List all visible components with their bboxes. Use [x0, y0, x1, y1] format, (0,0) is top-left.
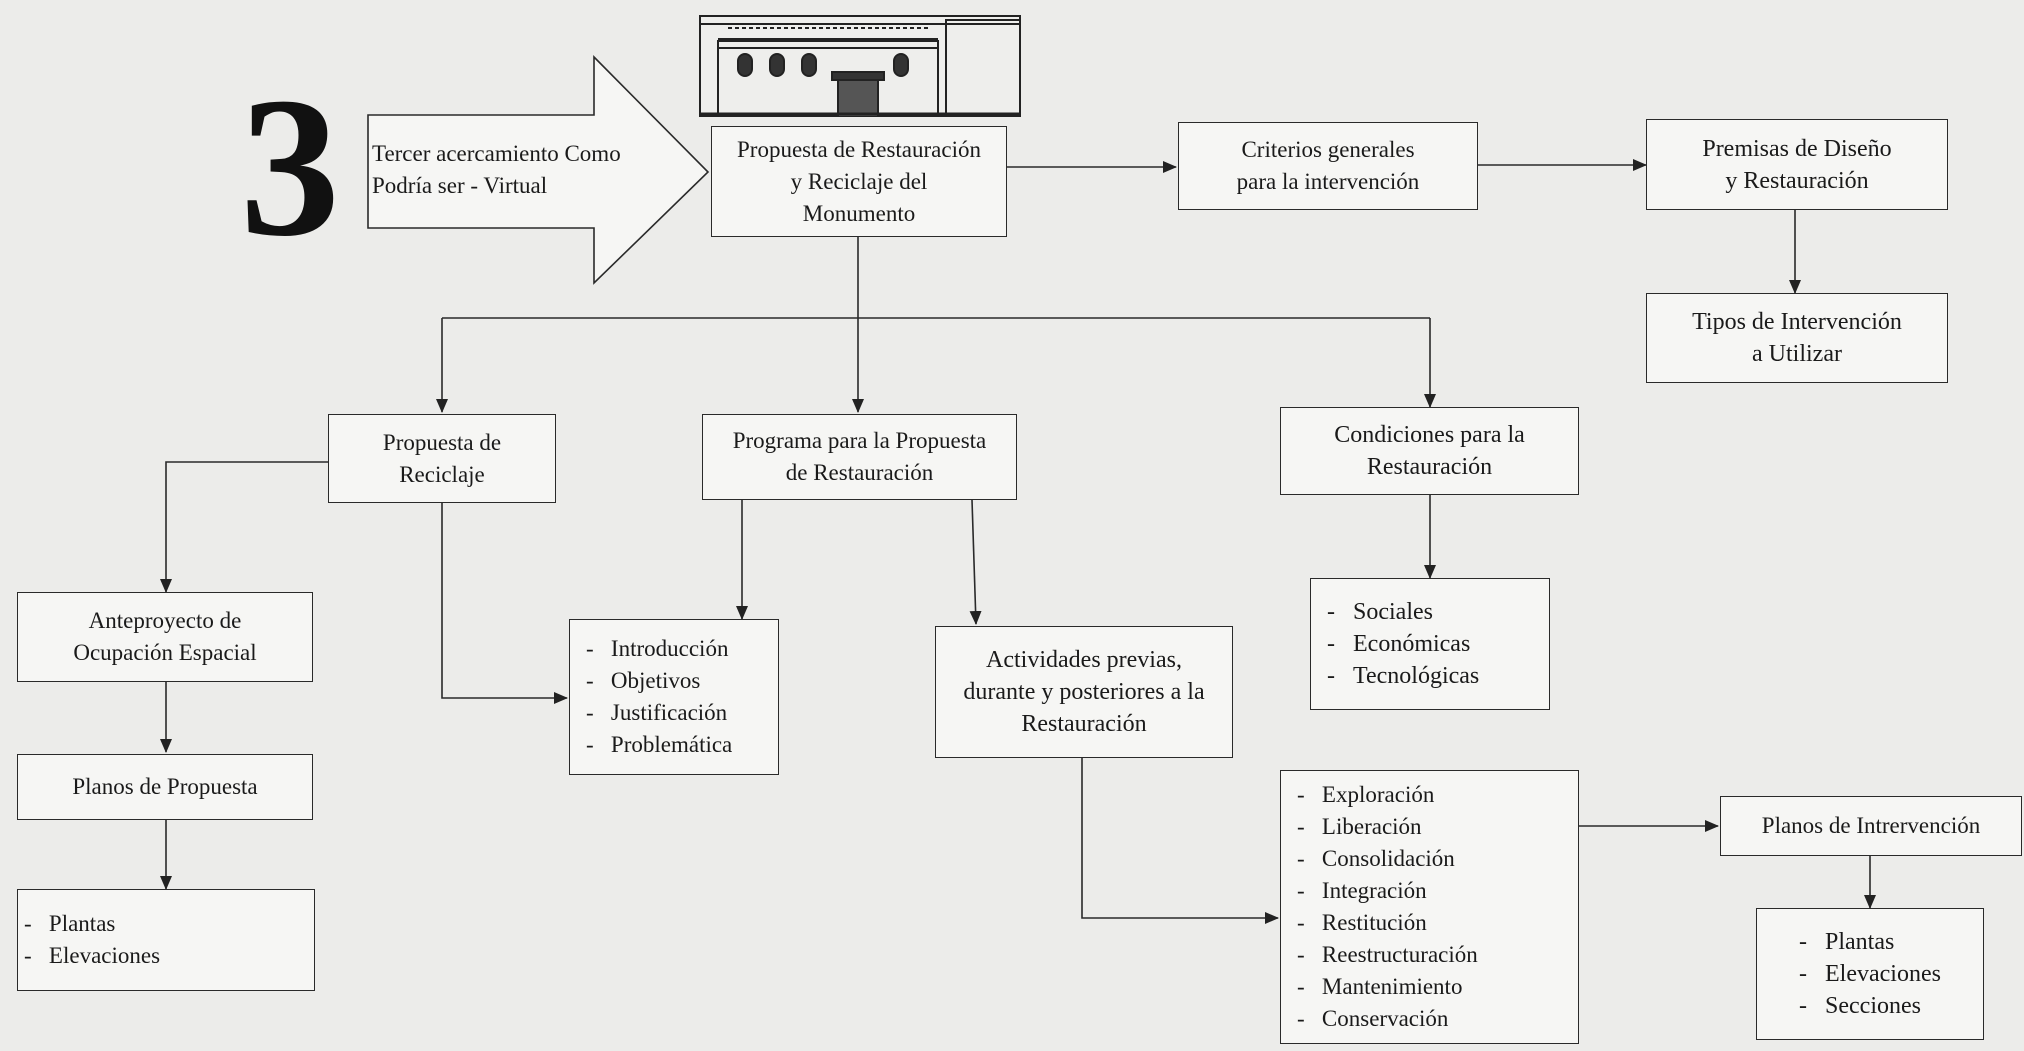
node-actividades: Actividades previas, durante y posterior…	[935, 626, 1233, 758]
node-premisas: Premisas de Diseño y Restauración	[1646, 119, 1948, 210]
list-item: Plantas	[24, 908, 160, 940]
list-item: Reestructuración	[1297, 939, 1478, 971]
list-item: Tecnológicas	[1327, 660, 1479, 692]
node-planos-propuesta: Planos de Propuesta	[17, 754, 313, 820]
node-programa: Programa para la Propuesta de Restauraci…	[702, 414, 1017, 500]
list-item: Objetivos	[586, 665, 732, 697]
list-item: Justificación	[586, 697, 732, 729]
node-propuesta-restauracion: Propuesta de Restauración y Reciclaje de…	[711, 126, 1007, 237]
list-item: Introducción	[586, 633, 732, 665]
link-reciclaje-anteproyecto	[160, 461, 328, 593]
list-item: Restitución	[1297, 907, 1478, 939]
list-item: Elevaciones	[1799, 958, 1941, 990]
list-item: Conservación	[1297, 1003, 1478, 1035]
list-item: Liberación	[1297, 811, 1478, 843]
node-propuesta-reciclaje: Propuesta de Reciclaje	[328, 414, 556, 503]
list-planos-intervencion: Plantas Elevaciones Secciones	[1756, 908, 1984, 1040]
node-anteproyecto: Anteproyecto de Ocupación Espacial	[17, 592, 313, 682]
list-item: Plantas	[1799, 926, 1941, 958]
link-reciclaje-lista	[441, 503, 568, 704]
list-actividades: Exploración Liberación Consolidación Int…	[1280, 770, 1579, 1044]
list-item: Problemática	[586, 729, 732, 761]
list-item: Secciones	[1799, 990, 1941, 1022]
node-criterios: Criterios generales para la intervención	[1178, 122, 1478, 210]
list-programa: Introducción Objetivos Justificación Pro…	[569, 619, 779, 775]
node-condiciones: Condiciones para la Restauración	[1280, 407, 1579, 495]
list-item: Exploración	[1297, 779, 1478, 811]
list-item: Mantenimiento	[1297, 971, 1478, 1003]
block-arrow	[367, 55, 710, 285]
step-number: 3	[240, 57, 340, 278]
node-planos-intervencion: Planos de Intrervención	[1720, 796, 2022, 856]
building-facade-illustration	[699, 15, 1021, 117]
link-actividades-lista	[1081, 758, 1279, 924]
list-item: Integración	[1297, 875, 1478, 907]
list-item: Elevaciones	[24, 940, 160, 972]
link-programa-actividades	[969, 499, 982, 625]
node-tipos: Tipos de Intervención a Utilizar	[1646, 293, 1948, 383]
list-condiciones: Sociales Económicas Tecnológicas	[1310, 578, 1550, 710]
list-item: Sociales	[1327, 596, 1479, 628]
arrow-label: Tercer acercamiento Como Podría ser - Vi…	[372, 141, 621, 198]
list-item: Consolidación	[1297, 843, 1478, 875]
list-planos-propuesta: Plantas Elevaciones	[17, 889, 315, 991]
list-item: Económicas	[1327, 628, 1479, 660]
